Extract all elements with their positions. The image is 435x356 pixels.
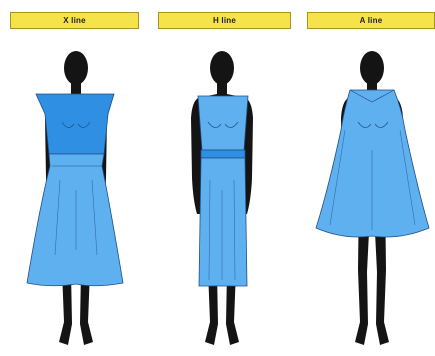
x-line-garment	[27, 94, 123, 286]
a-line-figure	[316, 51, 429, 345]
h-line-figure	[191, 51, 253, 345]
h-line-garment	[198, 96, 248, 286]
a-line-garment	[316, 90, 429, 237]
x-line-figure	[27, 51, 123, 345]
